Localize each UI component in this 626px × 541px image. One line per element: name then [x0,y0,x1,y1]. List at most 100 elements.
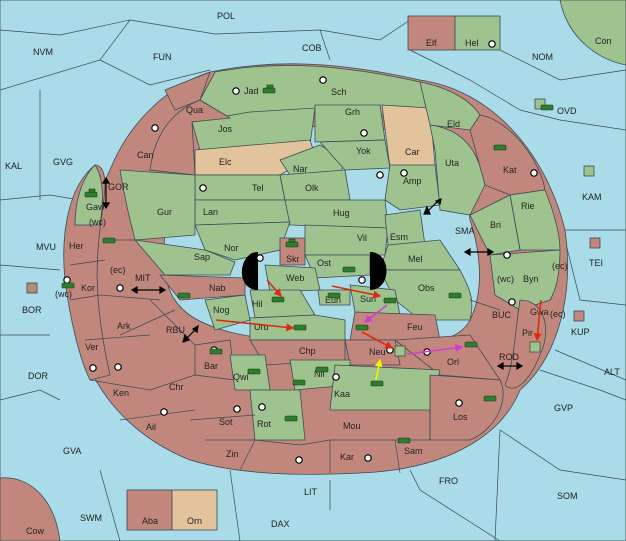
unit-obs [448,292,462,299]
land-amp [384,164,441,211]
unit-sun [383,297,397,304]
label-wc-2: (wc) [55,289,72,299]
label-jad: Jad [244,86,259,96]
label-can: Can [137,150,154,160]
label-rbu: RBU [166,325,185,335]
island-tei [589,237,601,249]
unit-nab [177,292,191,299]
unit-sam [397,437,411,444]
label-qwi: Qwi [233,372,249,382]
label-gvp: GVP [554,403,573,413]
label-nab: Nab [209,283,226,293]
label-eun: Eun [325,295,341,305]
unit-jad [262,84,276,94]
order-arrows [215,279,542,381]
unit-orl [464,341,478,348]
unit-skr [285,238,299,248]
label-amp: Amp [403,176,422,186]
unit-vil [342,266,356,273]
label-som: SOM [557,491,578,501]
unit-hil [271,296,285,303]
unit-kaa [370,380,384,387]
label-vil: Vil [357,233,367,243]
label-orn: Orn [187,516,202,526]
land-tel [194,174,286,201]
label-ark: Ark [117,321,131,331]
label-pol: POL [217,11,235,21]
label-obs: Obs [418,283,435,293]
label-mou: Mou [343,421,361,431]
label-rie: Rie [521,201,535,211]
land-kat [469,114,546,196]
label-uru: Uru [254,322,269,332]
label-nor: Nor [224,243,239,253]
label-rot: Rot [257,419,272,429]
label-web: Web [286,273,304,283]
label-aba: Aba [142,516,158,526]
label-wc-3: (wc) [497,274,514,284]
land-gur [119,169,196,241]
label-sap: Sap [194,252,210,262]
label-tel: Tel [252,183,264,193]
label-tei: TEI [589,258,603,268]
land-labels: Elf Hel Jad Sch Qua Jos Grh Can Elc Nar … [69,38,549,526]
label-her: Her [69,241,84,251]
label-gaw: Gaw [86,202,105,212]
label-bri: Bri [490,220,501,230]
label-kal: KAL [5,161,22,171]
label-pir: Pir [522,328,533,338]
label-fro: FRO [439,476,458,486]
sea-borders [0,19,626,541]
label-neu: Neu [369,347,386,357]
unit-rot [284,415,298,422]
label-skr: Skr [286,254,300,264]
label-sot: Sot [219,417,233,427]
label-lit: LIT [304,487,318,497]
label-mvu: MVU [36,242,56,252]
label-buc: BUC [492,310,512,320]
label-lan: Lan [203,207,218,217]
unit-feu [355,324,369,331]
label-esm: Esm [390,232,408,242]
ring-black-caps [241,252,387,290]
unit-qwi [247,368,261,375]
label-zin: Zin [226,449,239,459]
label-ver: Ver [85,342,99,352]
label-chp: Chp [299,346,316,356]
label-gur: Gur [157,207,172,217]
label-nil: Nil [314,369,325,379]
label-fun: FUN [153,52,172,62]
land-car [381,104,436,169]
units [61,84,554,444]
unit-pir [529,341,541,353]
land-can [149,99,232,176]
label-elf: Elf [426,38,437,48]
unit-los [483,395,497,402]
label-ec-1: (ec) [110,265,126,275]
label-mit: MIT [135,273,151,283]
label-kaa: Kaa [334,389,350,399]
unit-chp [315,366,329,373]
land-vil [304,224,389,256]
unit-uru [293,324,307,331]
label-eld: Eld [447,119,460,129]
unit-her [102,237,116,244]
label-nvm: NVM [33,47,53,57]
label-alt: ALT [604,367,620,377]
island-ovd [534,98,546,110]
land-sap [134,239,236,276]
label-sam: Sam [404,446,423,456]
label-wc-1: (wc) [89,217,106,227]
land-kaa [329,364,441,411]
label-nar: Nar [293,164,308,174]
label-hug: Hug [333,208,350,218]
land-qua [164,71,211,111]
label-sma: SMA [455,226,475,236]
connection-arrows [101,176,524,371]
label-kam: KAM [582,192,602,202]
label-elc: Elc [219,157,232,167]
label-jos: Jos [218,124,233,134]
label-qua: Qua [186,105,203,115]
island-bor [26,282,38,294]
